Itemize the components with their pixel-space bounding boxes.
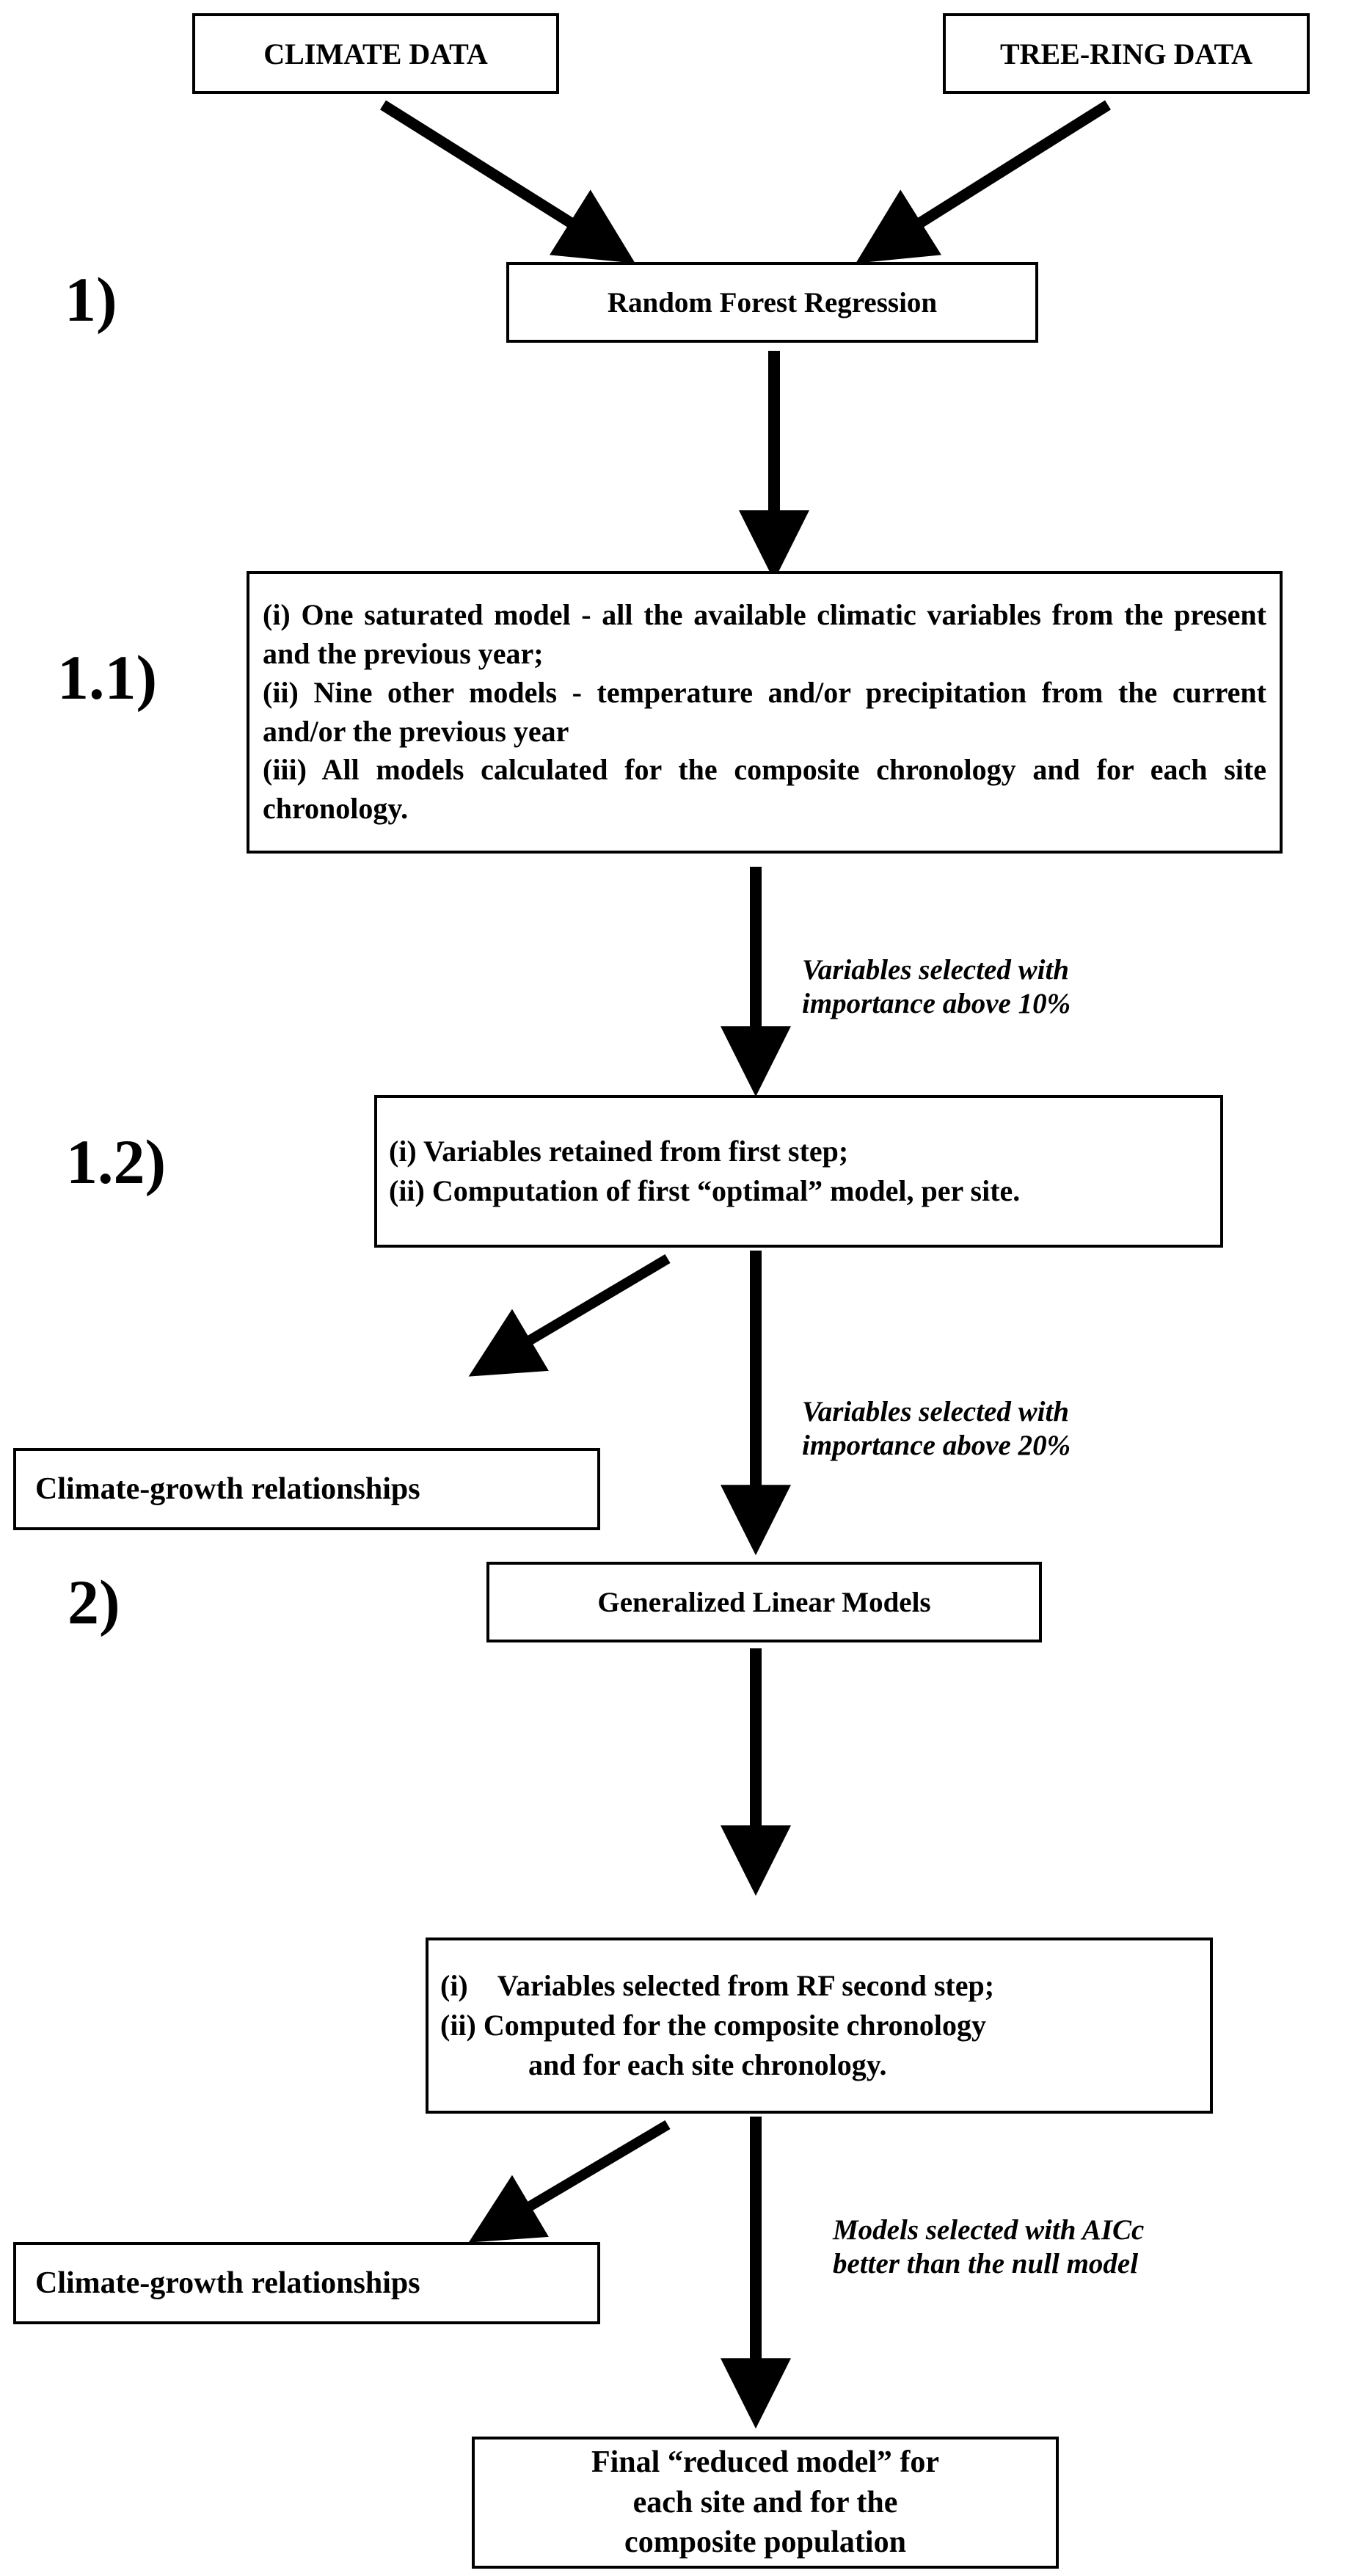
arrow-glm-to-inputs bbox=[721, 1648, 791, 1896]
node-climate-growth-relationships-1-label: Climate-growth relationships bbox=[35, 1472, 420, 1506]
node-generalized-linear-models-label: Generalized Linear Models bbox=[597, 1586, 931, 1618]
arrow-optimal-to-glm bbox=[721, 1251, 791, 1556]
node-climate-data[interactable]: CLIMATE DATA bbox=[192, 13, 559, 94]
node-glm-inputs-label: (i) Variables selected from RF second st… bbox=[440, 1969, 995, 2081]
edge-note-importance-20: Variables selected with importance above… bbox=[802, 1361, 1071, 1463]
node-climate-growth-relationships-2-label: Climate-growth relationships bbox=[35, 2266, 420, 2300]
arrow-models-to-optimal bbox=[721, 867, 791, 1097]
arrow-inputs-to-climate-growth-2 bbox=[468, 2120, 671, 2243]
node-glm-inputs[interactable]: (i) Variables selected from RF second st… bbox=[426, 1938, 1213, 2114]
node-rf-optimal[interactable]: (i) Variables retained from first step; … bbox=[374, 1095, 1223, 1248]
edge-note-aicc: Models selected with AICc better than th… bbox=[833, 2180, 1144, 2281]
step-label-1-1-text: 1.1) bbox=[57, 642, 158, 713]
edge-note-aicc-text: Models selected with AICc better than th… bbox=[833, 2214, 1145, 2280]
node-rf-models[interactable]: (i) One saturated model - all the availa… bbox=[247, 571, 1283, 854]
edge-note-importance-20-text: Variables selected with importance above… bbox=[802, 1396, 1071, 1462]
step-label-1-1: 1.1) bbox=[57, 646, 157, 709]
node-climate-growth-relationships-1[interactable]: Climate-growth relationships bbox=[13, 1448, 600, 1530]
step-label-2-text: 2) bbox=[68, 1567, 120, 1637]
arrow-optimal-to-climate-growth-1 bbox=[468, 1254, 671, 1377]
node-climate-data-label: CLIMATE DATA bbox=[263, 37, 488, 70]
step-label-1-2: 1.2) bbox=[66, 1130, 166, 1193]
node-random-forest-regression[interactable]: Random Forest Regression bbox=[506, 262, 1038, 343]
arrow-inputs-to-final-model bbox=[721, 2117, 791, 2429]
node-rf-optimal-label: (i) Variables retained from first step; … bbox=[389, 1135, 1021, 1207]
node-climate-growth-relationships-2[interactable]: Climate-growth relationships bbox=[13, 2242, 600, 2324]
node-final-reduced-model-label: Final “reduced model” for each site and … bbox=[591, 2445, 940, 2560]
node-rf-models-label: (i) One saturated model - all the availa… bbox=[263, 598, 1266, 826]
node-random-forest-regression-label: Random Forest Regression bbox=[607, 286, 938, 319]
arrow-climate-to-rf bbox=[380, 100, 635, 263]
arrow-rf-to-models bbox=[739, 351, 809, 581]
node-final-reduced-model[interactable]: Final “reduced model” for each site and … bbox=[472, 2437, 1059, 2569]
node-tree-ring-data-label: TREE-RING DATA bbox=[999, 37, 1253, 70]
arrow-tree-ring-to-rf bbox=[856, 100, 1111, 263]
step-label-1-2-text: 1.2) bbox=[66, 1127, 167, 1197]
step-label-1: 1) bbox=[65, 268, 117, 331]
edge-note-importance-10-text: Variables selected with importance above… bbox=[802, 954, 1071, 1020]
node-tree-ring-data[interactable]: TREE-RING DATA bbox=[943, 13, 1310, 94]
step-label-2: 2) bbox=[68, 1571, 120, 1634]
node-generalized-linear-models[interactable]: Generalized Linear Models bbox=[486, 1562, 1042, 1642]
step-label-1-text: 1) bbox=[65, 264, 117, 335]
edge-note-importance-10: Variables selected with importance above… bbox=[802, 920, 1071, 1021]
